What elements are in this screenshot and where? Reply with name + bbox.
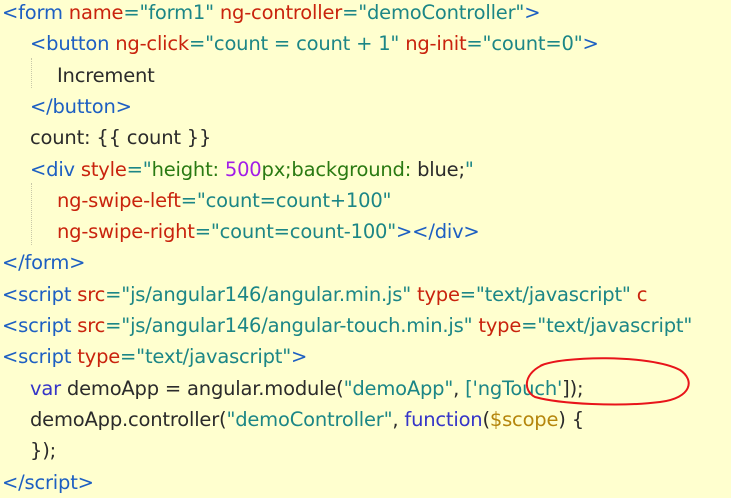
code-token: blue; <box>417 157 465 181</box>
code-line[interactable]: <script src="js/angular146/angular-touch… <box>2 310 692 341</box>
code-token: ) { <box>558 407 584 431</box>
code-token: demoApp.controller( <box>30 407 227 431</box>
code-line[interactable]: <button ng-click="count = count + 1" ng-… <box>30 28 599 59</box>
code-token: <script <box>2 314 72 337</box>
code-token: ng-controller <box>213 1 343 24</box>
code-token: ng-swipe-left <box>57 188 181 212</box>
indent-guide <box>31 183 32 245</box>
code-token: , <box>392 407 405 431</box>
code-token: style <box>74 157 127 181</box>
code-token: </script> <box>2 470 94 494</box>
code-token: <form <box>2 1 63 24</box>
code-token: ng-swipe-right <box>57 220 195 244</box>
code-token: ="text/javascript" <box>120 345 291 369</box>
code-token: </form> <box>2 251 86 275</box>
code-token: , <box>453 376 466 400</box>
code-token: ="js/angular146/angular-touch.min.js" <box>105 314 473 337</box>
code-token: "demoController" <box>226 407 393 431</box>
code-token: name <box>62 1 124 24</box>
code-token: ="demoController" <box>342 1 525 24</box>
code-token: c <box>630 282 648 306</box>
code-line[interactable]: }); <box>30 435 56 466</box>
code-line[interactable]: demoApp.controller("demoController", fun… <box>30 404 584 435</box>
code-token: ="text/javascript" <box>459 282 631 306</box>
code-line[interactable]: <form name="form1" ng-controller="demoCo… <box>2 0 541 28</box>
code-token: src <box>71 314 106 337</box>
code-token: ng-click <box>109 32 190 56</box>
code-token: ="form1" <box>123 1 214 24</box>
code-token: ="count=count-100" <box>194 220 397 244</box>
code-token: > <box>524 1 541 24</box>
code-token: $scope <box>489 407 559 431</box>
code-token: </button> <box>30 94 132 118</box>
code-token: > <box>290 345 308 369</box>
code-token: <div <box>30 157 75 181</box>
code-token: ]); <box>562 376 584 400</box>
code-token: height: <box>151 157 225 181</box>
code-token: type <box>411 282 460 306</box>
code-line[interactable]: <script type="text/javascript"> <box>2 341 307 372</box>
code-line[interactable]: </form> <box>2 247 86 278</box>
code-token: ></div> <box>396 220 480 244</box>
code-token: <script <box>2 345 72 369</box>
code-token: function <box>404 407 483 431</box>
code-token: ( <box>482 407 490 431</box>
code-token: demoApp = angular.module( <box>60 376 344 400</box>
code-token: ="js/angular146/angular.min.js" <box>105 282 411 306</box>
code-line[interactable]: count: {{ count }} <box>30 122 211 153</box>
code-token: 500 <box>224 157 262 181</box>
code-token: type <box>472 314 522 337</box>
code-line[interactable]: <script src="js/angular146/angular.min.j… <box>2 279 647 310</box>
code-token: > <box>582 32 599 56</box>
code-token: src <box>71 282 106 306</box>
code-token: ="count=count+100" <box>180 188 392 212</box>
code-token: count: {{ count }} <box>30 126 212 150</box>
code-token: ="text/javascript" <box>521 314 693 337</box>
code-token: type <box>71 345 121 369</box>
code-line[interactable]: ng-swipe-left="count=count+100" <box>57 185 392 216</box>
code-token: ="count=0" <box>466 32 583 56</box>
code-token: "demoApp" <box>343 376 454 400</box>
code-token: <button <box>30 32 110 56</box>
code-line[interactable]: ng-swipe-right="count=count-100"></div> <box>57 216 480 247</box>
code-line[interactable]: </button> <box>30 91 132 122</box>
code-token: ="count = count + 1" <box>189 32 400 56</box>
code-line[interactable]: var demoApp = angular.module("demoApp", … <box>30 373 584 404</box>
code-token: var <box>30 376 61 400</box>
code-token: =" <box>126 157 152 181</box>
code-token: ng-init <box>399 32 467 56</box>
code-line[interactable]: <div style="height: 500px;background: bl… <box>30 154 474 185</box>
code-line[interactable]: Increment <box>57 60 155 91</box>
code-token: <script <box>2 282 72 306</box>
code-line[interactable]: </script> <box>2 467 94 498</box>
code-token: Increment <box>57 63 155 87</box>
code-token: " <box>464 157 474 181</box>
code-token: ['ngTouch' <box>465 376 563 400</box>
code-token: px;background: <box>261 157 418 181</box>
code-token: }); <box>30 439 56 463</box>
indent-guide <box>31 58 32 88</box>
